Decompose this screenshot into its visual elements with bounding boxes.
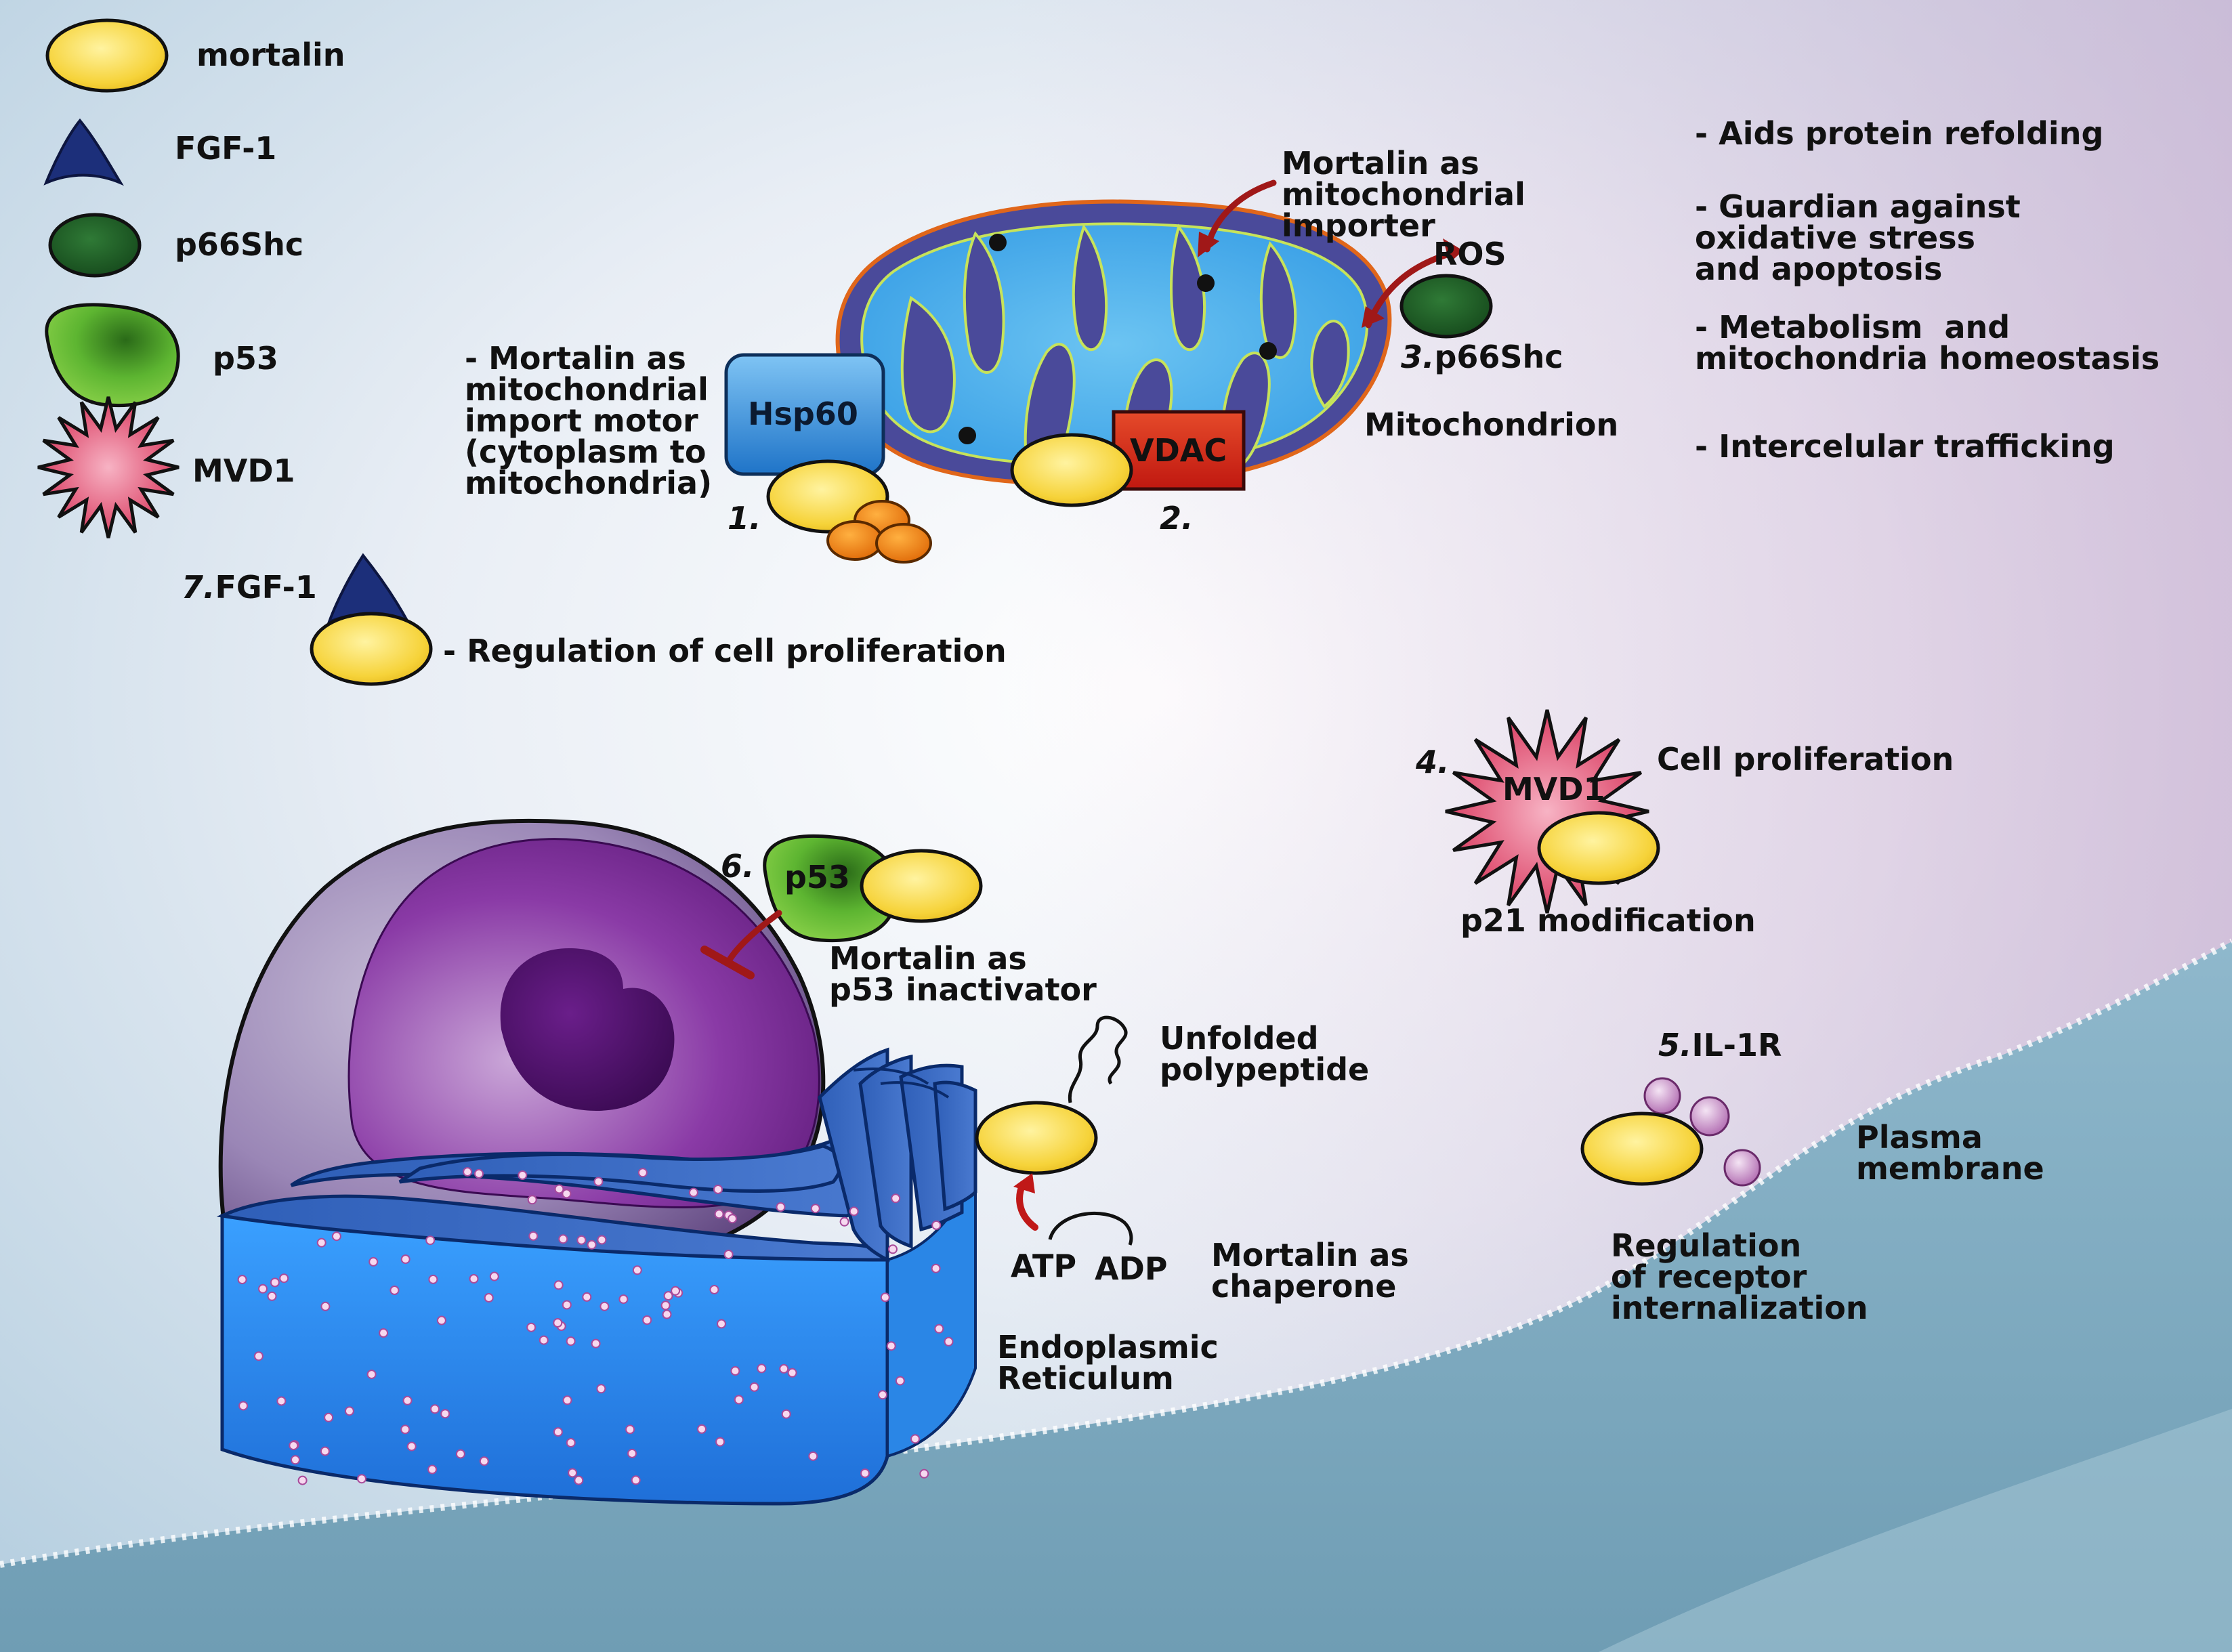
unfolded-polypeptide-label: Unfolded polypeptide (1160, 1020, 1370, 1088)
il1r-step-label: 5.IL-1R (1658, 1030, 1782, 1061)
regulation-cell-proliferation-label: - Regulation of cell proliferation (443, 633, 1007, 669)
p53-inactivator-label: Mortalin as p53 inactivator (829, 940, 1097, 1008)
import-motor-label: - Mortalin as mitochondrial import motor… (465, 340, 713, 501)
adp-label: ADP (1095, 1250, 1168, 1287)
mortalin-p53 (860, 849, 983, 923)
p53-step-number: 6. (721, 848, 755, 885)
step-2-number: 2. (1160, 500, 1194, 536)
receptor-internalization-label: Regulation of receptor internalization (1611, 1227, 1868, 1326)
plasma-membrane-label: Plasma membrane (1856, 1119, 2044, 1187)
mvd1-inbox-label: MVD1 (1502, 771, 1605, 807)
vdac-label: VDAC (1130, 432, 1227, 469)
fgf1-step-name: FGF-1 (215, 569, 317, 606)
atp-label: ATP (1011, 1248, 1077, 1284)
function-item-guardian: - Guardian against oxidative stress and … (1695, 188, 2021, 287)
legend-fgf1-label: FGF-1 (175, 130, 277, 167)
function-item-trafficking: - Intercelular trafficking (1695, 428, 2115, 465)
p66shc-ellipse (1399, 274, 1493, 339)
il1r-step-number: 5. (1658, 1027, 1692, 1063)
legend-mortalin-label: mortalin (196, 37, 345, 73)
il1r-vesicles (1643, 1077, 1761, 1187)
legend-p66shc-label: p66Shc (175, 226, 304, 263)
mortalin-il1r (1580, 1111, 1704, 1186)
mortalin-vdac (1010, 433, 1133, 507)
mortalin-importer-label: Mortalin as mitochondrial importer (1282, 145, 1525, 244)
function-item-metabolism: - Metabolism and mitochondria homeostasi… (1695, 309, 2160, 377)
mortalin-fgf1 (310, 612, 433, 686)
unfolded-polypeptide-icon (1068, 1015, 1128, 1103)
cell-proliferation-label: Cell proliferation (1657, 741, 1954, 778)
mitochondrion-label: Mitochondrion (1364, 406, 1619, 443)
ros-label: ROS (1433, 236, 1507, 272)
legend-mvd1-label: MVD1 (192, 452, 295, 489)
fgf1-triangle-icon (43, 118, 124, 186)
legend (37, 18, 180, 538)
p21-modification-label: p21 modification (1460, 902, 1756, 939)
p66shc-name: p66Shc (1434, 339, 1563, 375)
er-label: Endoplasmic Reticulum (997, 1329, 1219, 1397)
mortalin-chaperone (975, 1101, 1098, 1175)
mortalin-ellipse-icon (45, 18, 169, 93)
p53-blob-icon (45, 303, 180, 408)
hsp60-label: Hsp60 (748, 396, 858, 432)
endoplasmic-reticulum (216, 1047, 977, 1506)
fgf1-step-number: 7. (182, 569, 215, 606)
p66shc-label: 3.p66Shc (1401, 341, 1563, 373)
fgf1-step-label: 7.FGF-1 (182, 572, 317, 603)
chaperone-label: Mortalin as chaperone (1211, 1237, 1409, 1305)
legend-p53-label: p53 (213, 340, 278, 377)
p66shc-ellipse-icon (48, 213, 142, 278)
p53-inbox-label: p53 (784, 859, 850, 895)
mortalin-mvd1 (1537, 811, 1660, 885)
mvd1-step-number: 4. (1416, 744, 1450, 780)
il1r-step-name: IL-1R (1691, 1027, 1782, 1063)
mvd1-star-icon (37, 396, 180, 538)
plasma-membrane (0, 941, 2232, 1652)
p66shc-number: 3. (1401, 339, 1435, 375)
imported-protein-icon (826, 500, 932, 564)
step-1-number: 1. (728, 500, 761, 536)
function-item-refolding: - Aids protein refolding (1695, 115, 2104, 152)
